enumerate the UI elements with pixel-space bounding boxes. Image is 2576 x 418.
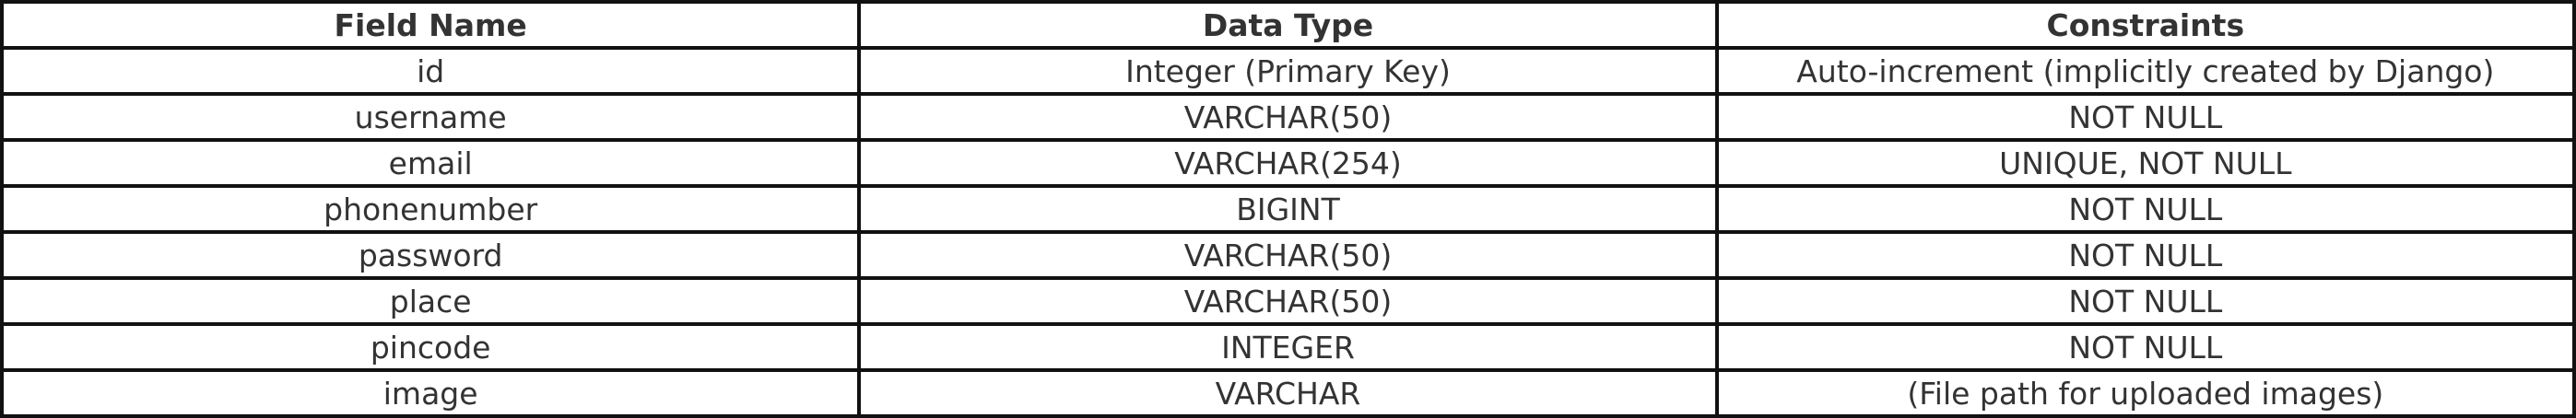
cell-data-type: Integer (Primary Key) (857, 46, 1719, 96)
cell-constraints: Auto-increment (implicitly created by Dj… (1714, 46, 2576, 96)
table-row: username VARCHAR(50) NOT NULL (0, 92, 2576, 142)
cell-constraints: NOT NULL (1714, 276, 2576, 326)
cell-field-name: email (0, 138, 862, 188)
header-data-type: Data Type (857, 0, 1719, 50)
cell-field-name: image (0, 368, 862, 418)
header-constraints: Constraints (1714, 0, 2576, 50)
table-row: place VARCHAR(50) NOT NULL (0, 276, 2576, 326)
cell-field-name: phonenumber (0, 184, 862, 234)
cell-field-name: password (0, 230, 862, 280)
table-row: pincode INTEGER NOT NULL (0, 322, 2576, 372)
cell-data-type: VARCHAR(50) (857, 230, 1719, 280)
cell-constraints: (File path for uploaded images) (1714, 368, 2576, 418)
cell-field-name: username (0, 92, 862, 142)
cell-data-type: VARCHAR (857, 368, 1719, 418)
table-row: image VARCHAR (File path for uploaded im… (0, 368, 2576, 418)
table-row: id Integer (Primary Key) Auto-increment … (0, 46, 2576, 96)
table-row: phonenumber BIGINT NOT NULL (0, 184, 2576, 234)
cell-constraints: UNIQUE, NOT NULL (1714, 138, 2576, 188)
cell-field-name: pincode (0, 322, 862, 372)
cell-data-type: INTEGER (857, 322, 1719, 372)
cell-field-name: place (0, 276, 862, 326)
table-row: password VARCHAR(50) NOT NULL (0, 230, 2576, 280)
cell-constraints: NOT NULL (1714, 92, 2576, 142)
cell-constraints: NOT NULL (1714, 322, 2576, 372)
cell-data-type: VARCHAR(50) (857, 92, 1719, 142)
cell-data-type: VARCHAR(50) (857, 276, 1719, 326)
cell-constraints: NOT NULL (1714, 184, 2576, 234)
header-field-name: Field Name (0, 0, 862, 50)
cell-field-name: id (0, 46, 862, 96)
table-row: email VARCHAR(254) UNIQUE, NOT NULL (0, 138, 2576, 188)
cell-data-type: VARCHAR(254) (857, 138, 1719, 188)
cell-data-type: BIGINT (857, 184, 1719, 234)
cell-constraints: NOT NULL (1714, 230, 2576, 280)
table-header-row: Field Name Data Type Constraints (0, 0, 2576, 50)
